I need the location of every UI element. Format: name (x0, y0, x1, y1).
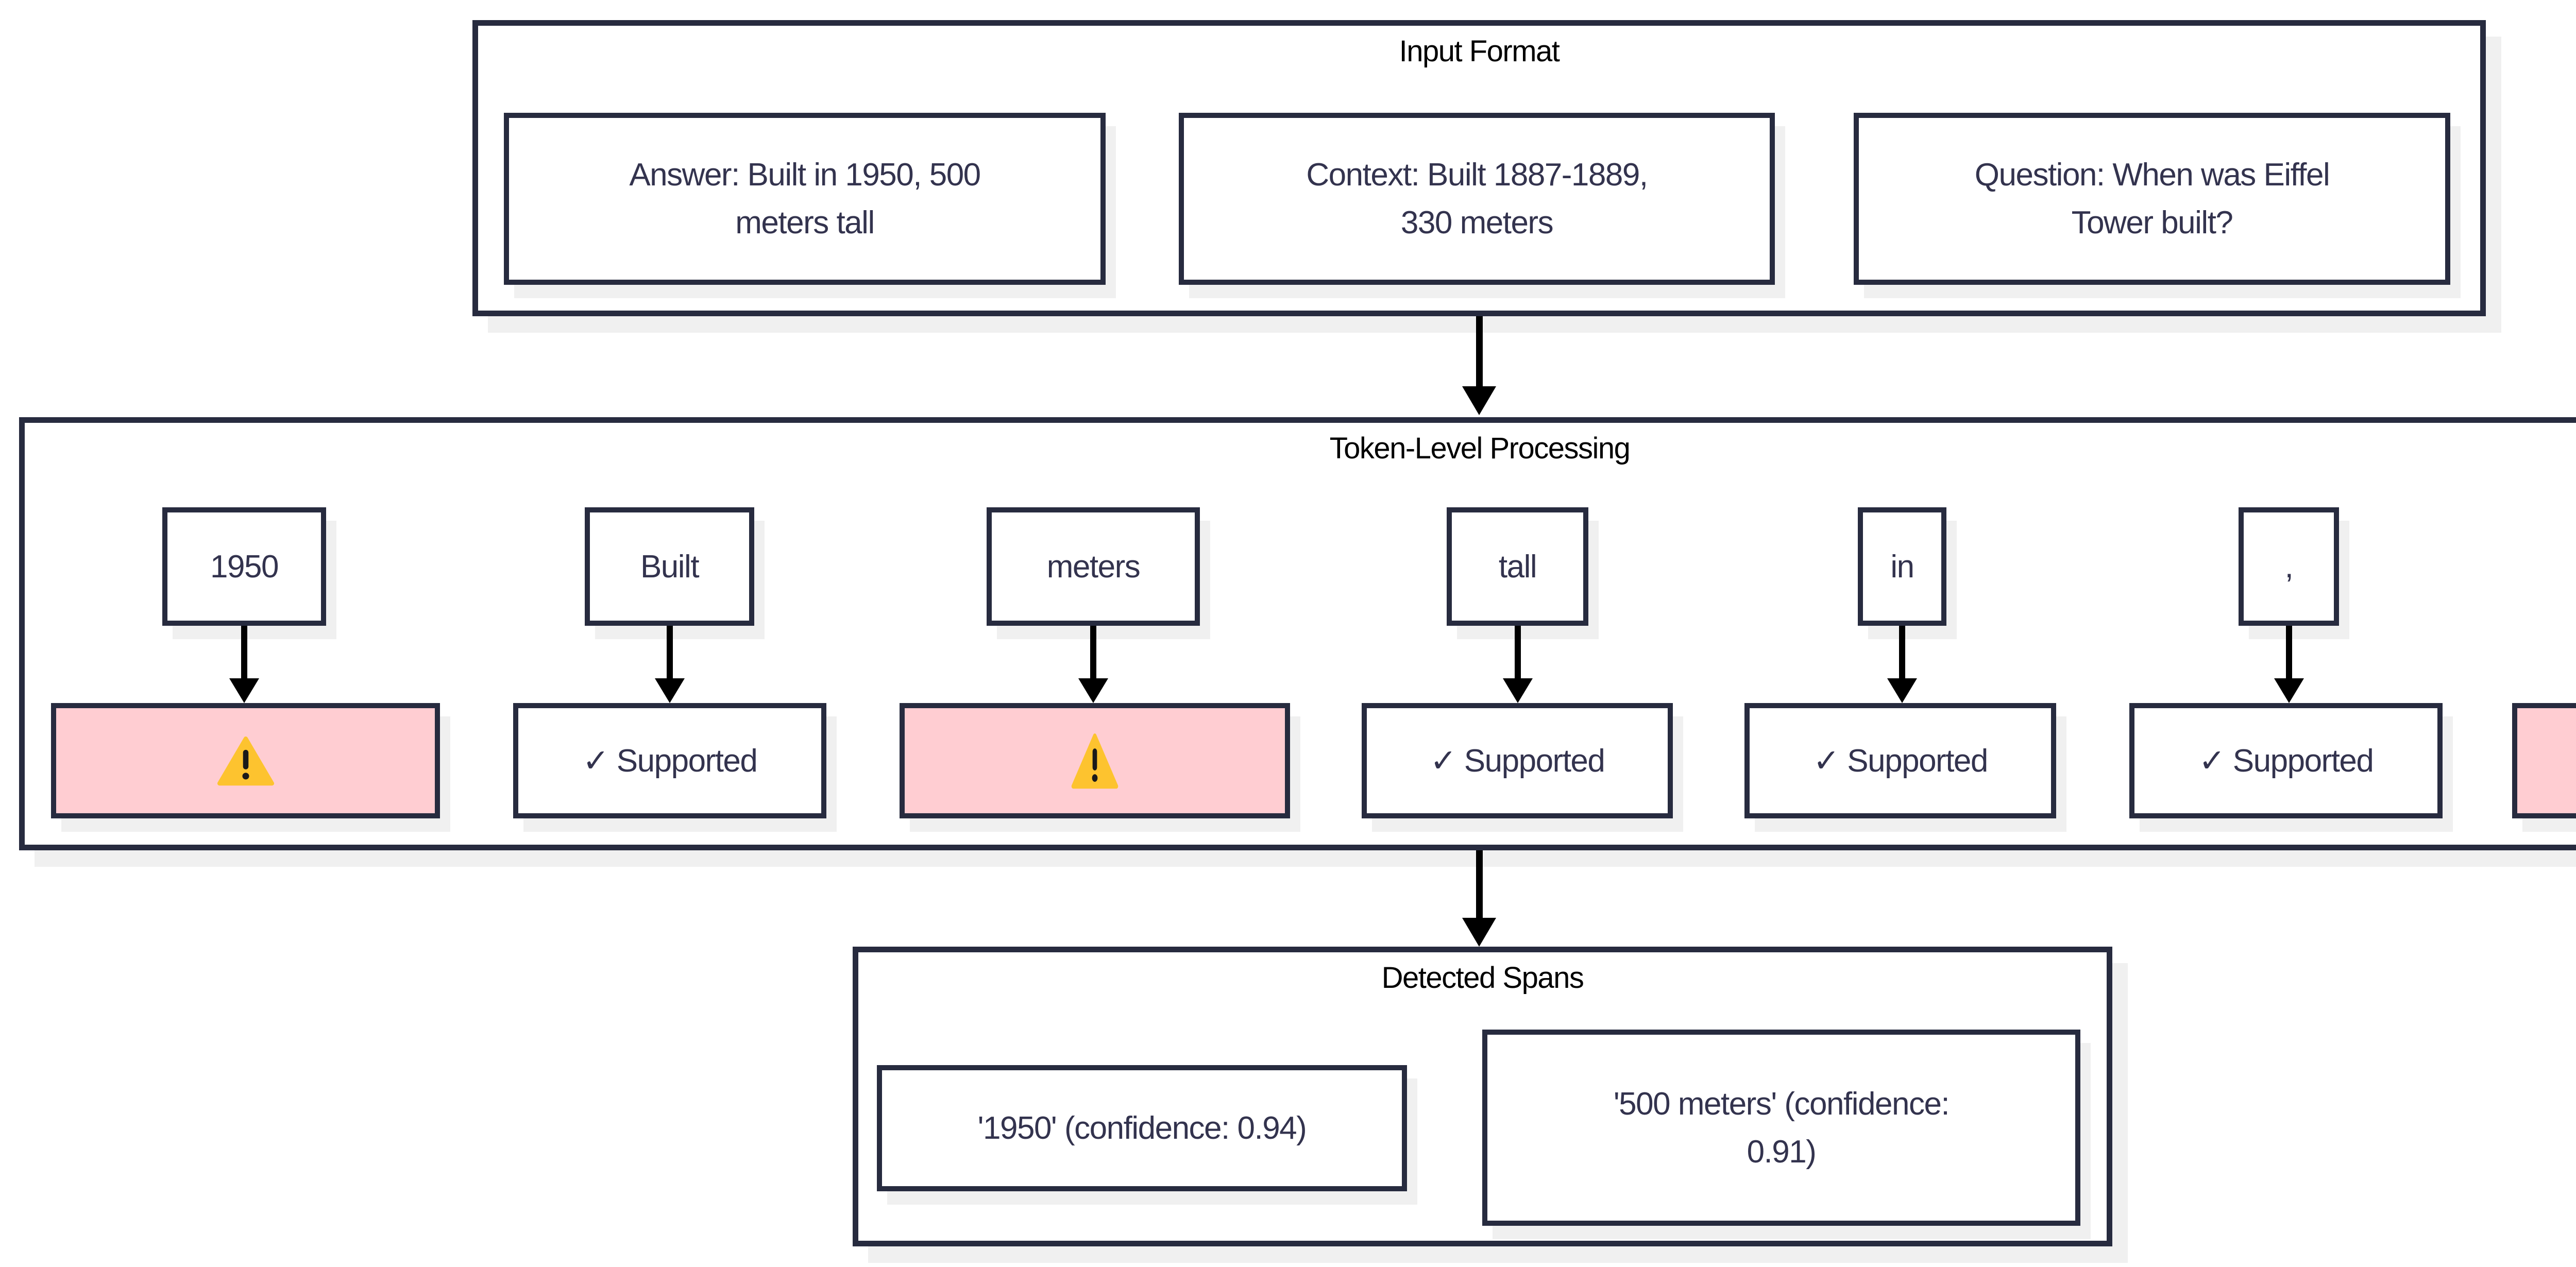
detected-spans-title: Detected Spans (1381, 961, 1584, 995)
arrow-head-icon (1503, 678, 1533, 703)
supported-label: ✓ Supported (1430, 743, 1605, 779)
token-label: , (2284, 549, 2294, 585)
arrow-head-icon (1887, 678, 1917, 703)
context-label: Context: Built 1887-1889, 330 meters (1306, 157, 1648, 241)
arrow-head-icon (229, 678, 259, 703)
arrow-shaft (241, 626, 247, 678)
token-label: 1950 (210, 549, 279, 585)
token-box-in: in (1858, 507, 1946, 626)
arrow-shaft (667, 626, 673, 678)
arrow-head-icon (1462, 918, 1496, 947)
arrow-shaft (1899, 626, 1905, 678)
supported-label: ✓ Supported (1813, 743, 1988, 779)
token-box-meters: meters (987, 507, 1200, 626)
span-box-500-meters: '500 meters' (confidence: 0.91) (1482, 1030, 2080, 1226)
arrow-head-icon (655, 678, 685, 703)
question-label: Question: When was Eiffel Tower built? (1974, 157, 2330, 241)
token-label: Built (640, 549, 700, 585)
status-box-built-supported: ✓ Supported (513, 703, 826, 818)
warning-icon (217, 737, 274, 786)
input-format-title: Input Format (1399, 35, 1560, 68)
status-box-in-supported: ✓ Supported (1744, 703, 2056, 818)
warning-icon (1071, 733, 1118, 789)
answer-box: Answer: Built in 1950, 500 meters tall (504, 113, 1106, 285)
arrow-tokens-to-spans (1462, 850, 1496, 947)
answer-label: Answer: Built in 1950, 500 meters tall (629, 157, 981, 241)
token-arrow-comma (2274, 626, 2304, 703)
token-arrow-meters (1078, 626, 1108, 703)
supported-label: ✓ Supported (582, 743, 758, 779)
arrow-shaft (2286, 626, 2292, 678)
status-box-500-warning (2512, 703, 2576, 818)
span-box-1950: '1950' (confidence: 0.94) (877, 1065, 1407, 1191)
token-box-built: Built (585, 507, 754, 626)
token-arrow-in (1887, 626, 1917, 703)
arrow-input-to-tokens (1462, 316, 1496, 415)
arrow-shaft (1476, 850, 1483, 918)
token-label: tall (1498, 549, 1537, 585)
token-box-tall: tall (1447, 507, 1588, 626)
token-label: meters (1046, 549, 1141, 585)
token-box-1950: 1950 (162, 507, 326, 626)
status-box-1950-warning (51, 703, 440, 818)
question-box: Question: When was Eiffel Tower built? (1854, 113, 2450, 285)
status-box-tall-supported: ✓ Supported (1362, 703, 1673, 818)
status-box-meters-warning (900, 703, 1290, 818)
token-arrow-built (655, 626, 685, 703)
token-processing-title: Token-Level Processing (1329, 432, 1631, 465)
arrow-shaft (1476, 316, 1483, 386)
arrow-head-icon (1078, 678, 1108, 703)
status-box-comma-supported: ✓ Supported (2129, 703, 2443, 818)
token-arrow-1950 (229, 626, 259, 703)
supported-label: ✓ Supported (2198, 743, 2374, 779)
arrow-head-icon (1462, 386, 1496, 415)
token-arrow-tall (1503, 626, 1533, 703)
arrow-head-icon (2274, 678, 2304, 703)
arrow-shaft (1090, 626, 1096, 678)
arrow-shaft (1515, 626, 1521, 678)
token-box-comma: , (2239, 507, 2339, 626)
token-label: in (1890, 549, 1914, 585)
context-box: Context: Built 1887-1889, 330 meters (1179, 113, 1775, 285)
span-label: '1950' (confidence: 0.94) (977, 1110, 1307, 1146)
span-label: '500 meters' (confidence: 0.91) (1613, 1086, 1950, 1170)
